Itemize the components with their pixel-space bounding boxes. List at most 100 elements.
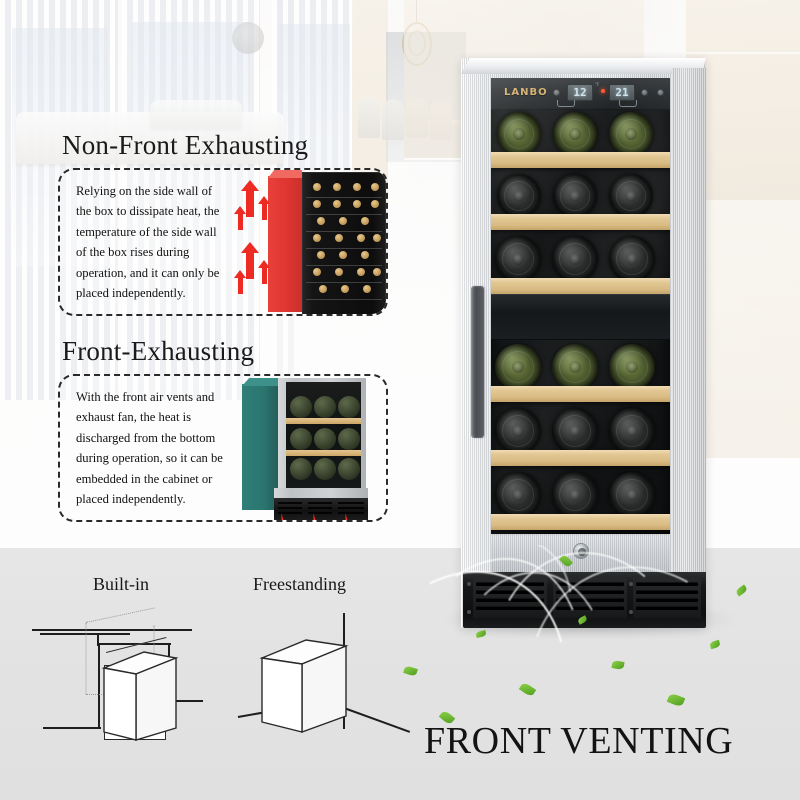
mini-bottle	[290, 396, 312, 418]
cabinet-edge	[700, 458, 800, 460]
dining-chair	[382, 100, 404, 140]
bottle-cork	[361, 251, 369, 259]
bottom-vent-grille	[274, 498, 368, 520]
teal-cabinet-top	[242, 378, 278, 386]
mini-bottle	[314, 396, 336, 418]
bottle-row-upper-1	[491, 112, 670, 156]
wine-bottle	[495, 472, 541, 518]
wood-shelf-upper-3	[491, 278, 670, 294]
wine-bottle	[497, 112, 541, 156]
bottle-cork	[313, 268, 321, 276]
vent-louver	[278, 512, 302, 514]
vent-screw	[467, 610, 471, 614]
wine-bottle	[497, 174, 541, 218]
bottle-cork	[363, 285, 371, 293]
wine-rack-row	[306, 266, 382, 283]
wine-rack-row	[306, 232, 382, 249]
wine-bottle	[552, 236, 598, 282]
cooler-lower-panel	[274, 488, 368, 500]
vent-louver	[308, 507, 332, 509]
vent-louver	[278, 507, 302, 509]
bottle-row-lower-3	[491, 472, 670, 518]
front-exhausting-illustration	[236, 376, 386, 520]
bottle-cork	[357, 268, 365, 276]
vent-louver	[308, 502, 332, 504]
vent-louver	[338, 502, 364, 504]
wine-rack-row	[306, 181, 382, 198]
non-front-exhausting-callout: Relying on the side wall of the box to d…	[58, 168, 388, 316]
wood-shelf-upper-1	[491, 152, 670, 168]
mini-bottle	[314, 428, 336, 450]
wine-bottle	[552, 472, 598, 518]
bottle-cork	[341, 285, 349, 293]
wine-bottle	[552, 408, 598, 454]
control-panel[interactable]: LANBO 12 °F 21	[491, 78, 670, 110]
wine-cooler-product: LANBO 12 °F 21	[461, 58, 706, 628]
front-exhausting-callout: With the front air vents and exhaust fan…	[58, 374, 388, 522]
wood-shelf-lower-2	[491, 450, 670, 466]
non-front-cooler-body	[302, 172, 386, 314]
cabinet-edge	[686, 52, 800, 54]
wood-shelf-lower-1	[491, 386, 670, 402]
glass-door[interactable]: LANBO 12 °F 21	[491, 78, 670, 536]
cooler-lower-steel-panel	[491, 534, 670, 574]
mini-bottle	[338, 428, 360, 450]
vent-screw	[629, 582, 633, 586]
wall-clock-icon	[232, 22, 264, 54]
wood-shelf-upper-2	[491, 214, 670, 230]
door-lock-icon[interactable]	[572, 543, 589, 559]
bottle-cork	[313, 234, 321, 242]
bottle-cork	[319, 285, 327, 293]
temperature-display-right: 21	[609, 84, 635, 101]
bottle-row-lower-2	[491, 408, 670, 454]
bottle-cork	[333, 183, 341, 191]
light-button-icon[interactable]	[657, 89, 664, 96]
wine-bottle	[609, 112, 653, 156]
non-front-exhausting-title: Non-Front Exhausting	[62, 130, 309, 160]
vent-louver	[338, 512, 364, 514]
vent-segment	[553, 578, 627, 618]
door-handle[interactable]	[471, 286, 484, 438]
built-in-label: Built-in	[93, 574, 150, 594]
brand-logo: LANBO	[504, 87, 548, 98]
temperature-display-left: 12	[567, 84, 593, 101]
exhaust-arrows	[281, 513, 348, 520]
wine-bottle	[553, 112, 597, 156]
wine-bottle	[552, 344, 598, 390]
bottle-row-lower-1	[491, 344, 670, 390]
mini-bottle	[290, 458, 312, 480]
leaf-icon	[734, 584, 749, 597]
teal-cabinet-side	[242, 384, 278, 510]
frame-right-edge	[672, 68, 706, 628]
front-exhausting-title: Front-Exhausting	[62, 336, 255, 366]
built-in-unit-3d	[101, 651, 179, 741]
front-vent-cooler-body	[278, 378, 366, 494]
wine-rack-row	[306, 215, 382, 232]
wine-bottle	[495, 408, 541, 454]
dining-chair	[358, 98, 380, 138]
vent-segment	[633, 578, 701, 618]
front-exhausting-body: With the front air vents and exhaust fan…	[76, 390, 223, 506]
led-bracket-right	[619, 100, 637, 107]
zone-indicator-left-icon[interactable]	[553, 89, 560, 96]
wood-shelf-lower-3	[491, 514, 670, 530]
bottle-cork	[373, 234, 381, 242]
hero-title: FRONT VENTING	[424, 720, 734, 762]
bottle-cork	[339, 217, 347, 225]
vent-segment	[473, 578, 547, 618]
vent-screw	[629, 610, 633, 614]
wine-bottle	[609, 408, 655, 454]
frame-top-bevel	[461, 58, 706, 74]
wine-rack-row	[306, 283, 382, 300]
bottle-cork	[333, 200, 341, 208]
zone-indicator-right-icon[interactable]	[641, 89, 648, 96]
bottle-cork	[339, 251, 347, 259]
vent-louver	[308, 512, 332, 514]
wine-bottle	[609, 344, 655, 390]
wine-rack-row	[306, 198, 382, 215]
bottle-cork	[335, 268, 343, 276]
unit-label-left: °F	[595, 82, 600, 87]
bottle-cork	[373, 268, 381, 276]
wine-bottle	[609, 174, 653, 218]
wood-shelf	[286, 418, 361, 424]
